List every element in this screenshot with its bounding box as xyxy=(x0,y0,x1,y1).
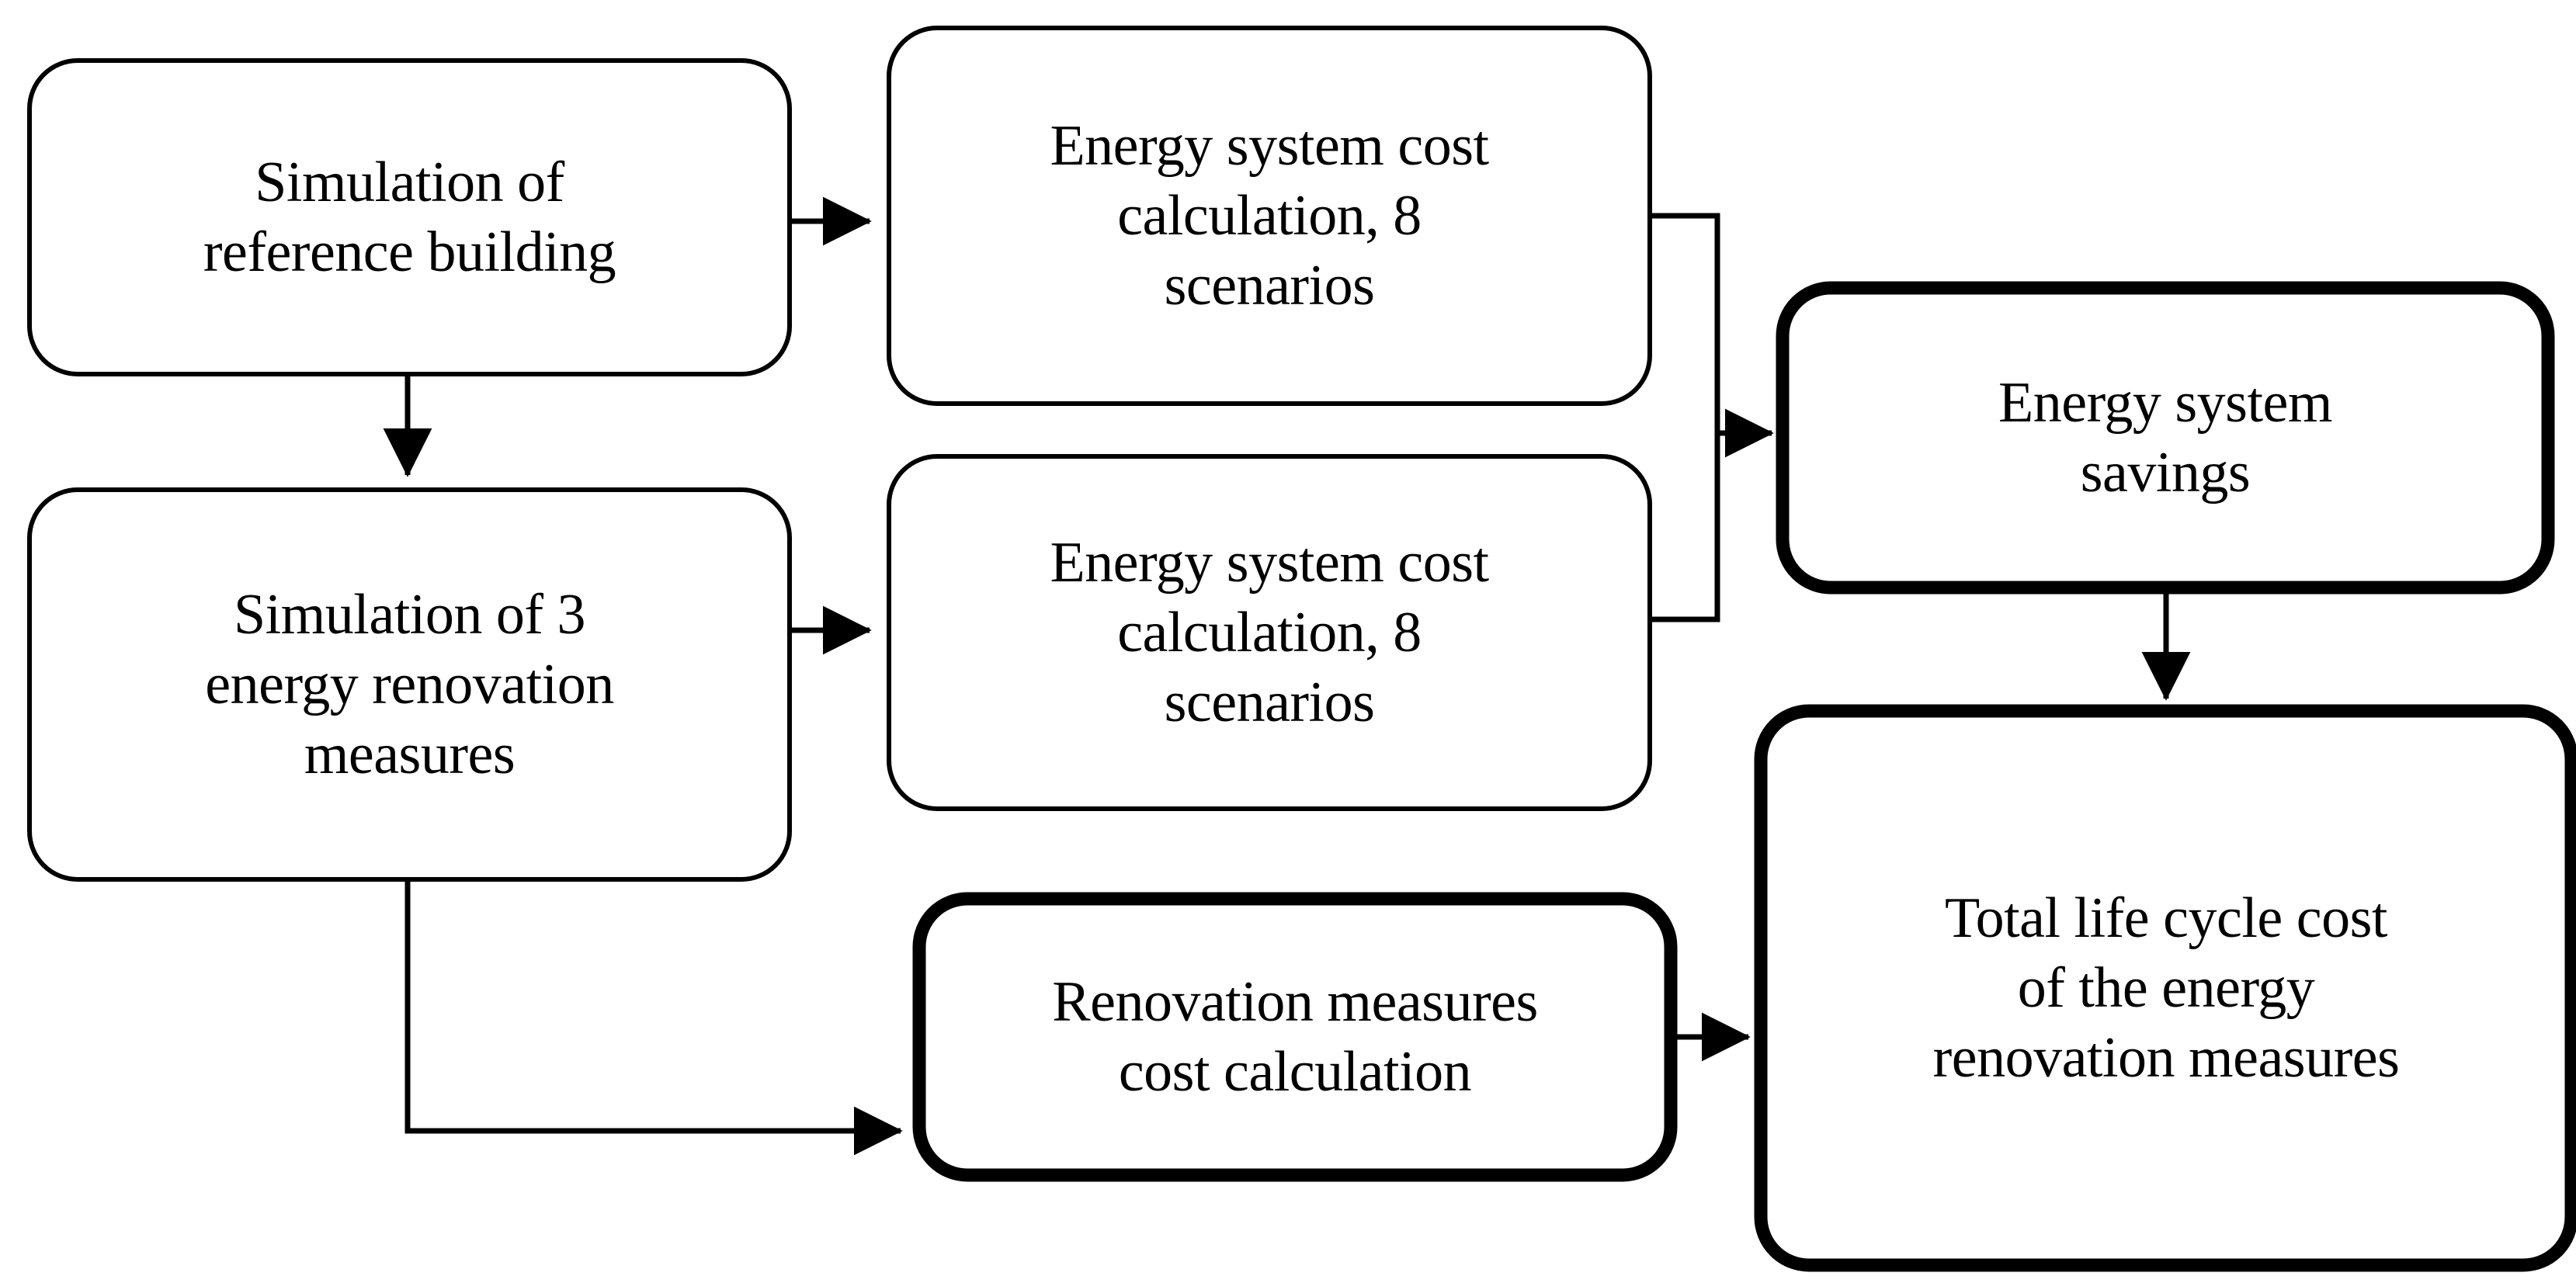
edge-energy-cost-ref-to-savings xyxy=(1652,213,1720,433)
node-sim-renovation-measures[interactable] xyxy=(27,487,792,882)
node-hit-sim-renovation-measures[interactable] xyxy=(27,487,792,882)
node-hit-energy-cost-ref[interactable] xyxy=(887,26,1652,406)
node-hit-total-life-cycle-cost[interactable] xyxy=(1755,705,2576,1271)
edge-sim-reno-to-renovation-cost xyxy=(404,882,903,1156)
node-hit-energy-cost-reno[interactable] xyxy=(887,454,1652,811)
node-energy-system-savings[interactable] xyxy=(1776,281,2555,595)
node-sim-reference-building[interactable] xyxy=(27,58,792,376)
edge-energy-cost-reno-to-savings xyxy=(1652,433,1720,622)
node-hit-sim-reference-building[interactable] xyxy=(27,58,792,376)
node-energy-cost-ref[interactable] xyxy=(887,26,1652,406)
node-energy-cost-reno[interactable] xyxy=(887,454,1652,811)
node-hit-energy-system-savings[interactable] xyxy=(1776,282,2554,594)
node-total-life-cycle-cost[interactable] xyxy=(1754,704,2576,1272)
node-renovation-cost-calculation[interactable] xyxy=(912,892,1678,1182)
node-hit-renovation-cost-calculation[interactable] xyxy=(913,893,1677,1181)
